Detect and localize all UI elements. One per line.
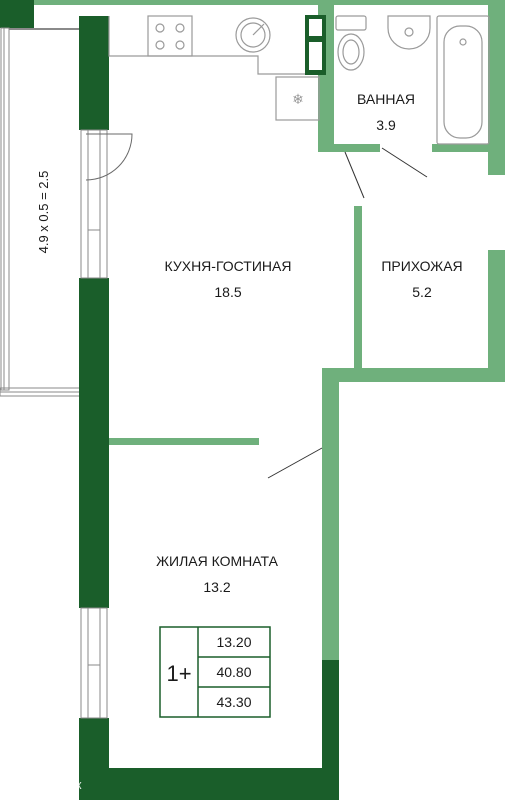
door-kitchen-hallway xyxy=(344,151,365,199)
kitchen-counter: ❄ xyxy=(108,15,320,121)
toilet-icon xyxy=(335,15,367,71)
door-bathroom xyxy=(381,147,428,178)
washbasin-icon xyxy=(387,15,431,50)
door-living-room xyxy=(267,447,323,479)
stove-icon xyxy=(147,15,193,57)
room-area-bathroom: 3.9 xyxy=(376,117,396,133)
room-name-living-room: ЖИЛАЯ КОМНАТА xyxy=(156,553,279,569)
room-area-kitchen-living: 18.5 xyxy=(214,284,241,300)
kitchen-pillar xyxy=(305,15,326,75)
watermark-text: Домклик xyxy=(30,777,82,792)
room-area-living-room: 13.2 xyxy=(203,579,230,595)
watermark: Домклик xyxy=(9,776,82,792)
rooms-count-badge: 1+ xyxy=(166,661,191,686)
exterior-wall-left xyxy=(79,16,133,800)
door-swing-icon xyxy=(85,133,133,181)
bathroom-fixtures xyxy=(335,15,490,145)
balcony-label: 4.9 x 0.5 = 2.5 xyxy=(36,171,51,254)
balcony-railing xyxy=(0,27,10,391)
sink-icon xyxy=(235,17,271,53)
window-kitchen xyxy=(80,129,108,279)
total-area-balcony-value: 43.30 xyxy=(216,694,251,710)
svg-text:❄: ❄ xyxy=(292,92,304,108)
living-area-value: 13.20 xyxy=(216,634,251,650)
bathtub-icon xyxy=(436,15,490,145)
doors xyxy=(267,147,428,479)
room-name-bathroom: ВАННАЯ xyxy=(357,91,415,107)
room-name-kitchen-living: КУХНЯ-ГОСТИНАЯ xyxy=(165,258,292,274)
total-area-value: 40.80 xyxy=(216,664,251,680)
room-name-hallway: ПРИХОЖАЯ xyxy=(381,258,462,274)
balcony: 4.9 x 0.5 = 2.5 xyxy=(0,0,81,397)
watermark-logo-icon xyxy=(9,776,25,791)
room-area-hallway: 5.2 xyxy=(412,284,432,300)
fridge-icon: ❄ xyxy=(275,76,320,121)
balcony-corner-wall xyxy=(0,0,34,28)
exterior-wall-bottom xyxy=(79,768,339,800)
exterior-wall-bottom-right xyxy=(322,660,339,800)
window-living xyxy=(80,607,108,719)
area-summary-table: 1+ 13.20 40.80 43.30 xyxy=(159,626,271,718)
